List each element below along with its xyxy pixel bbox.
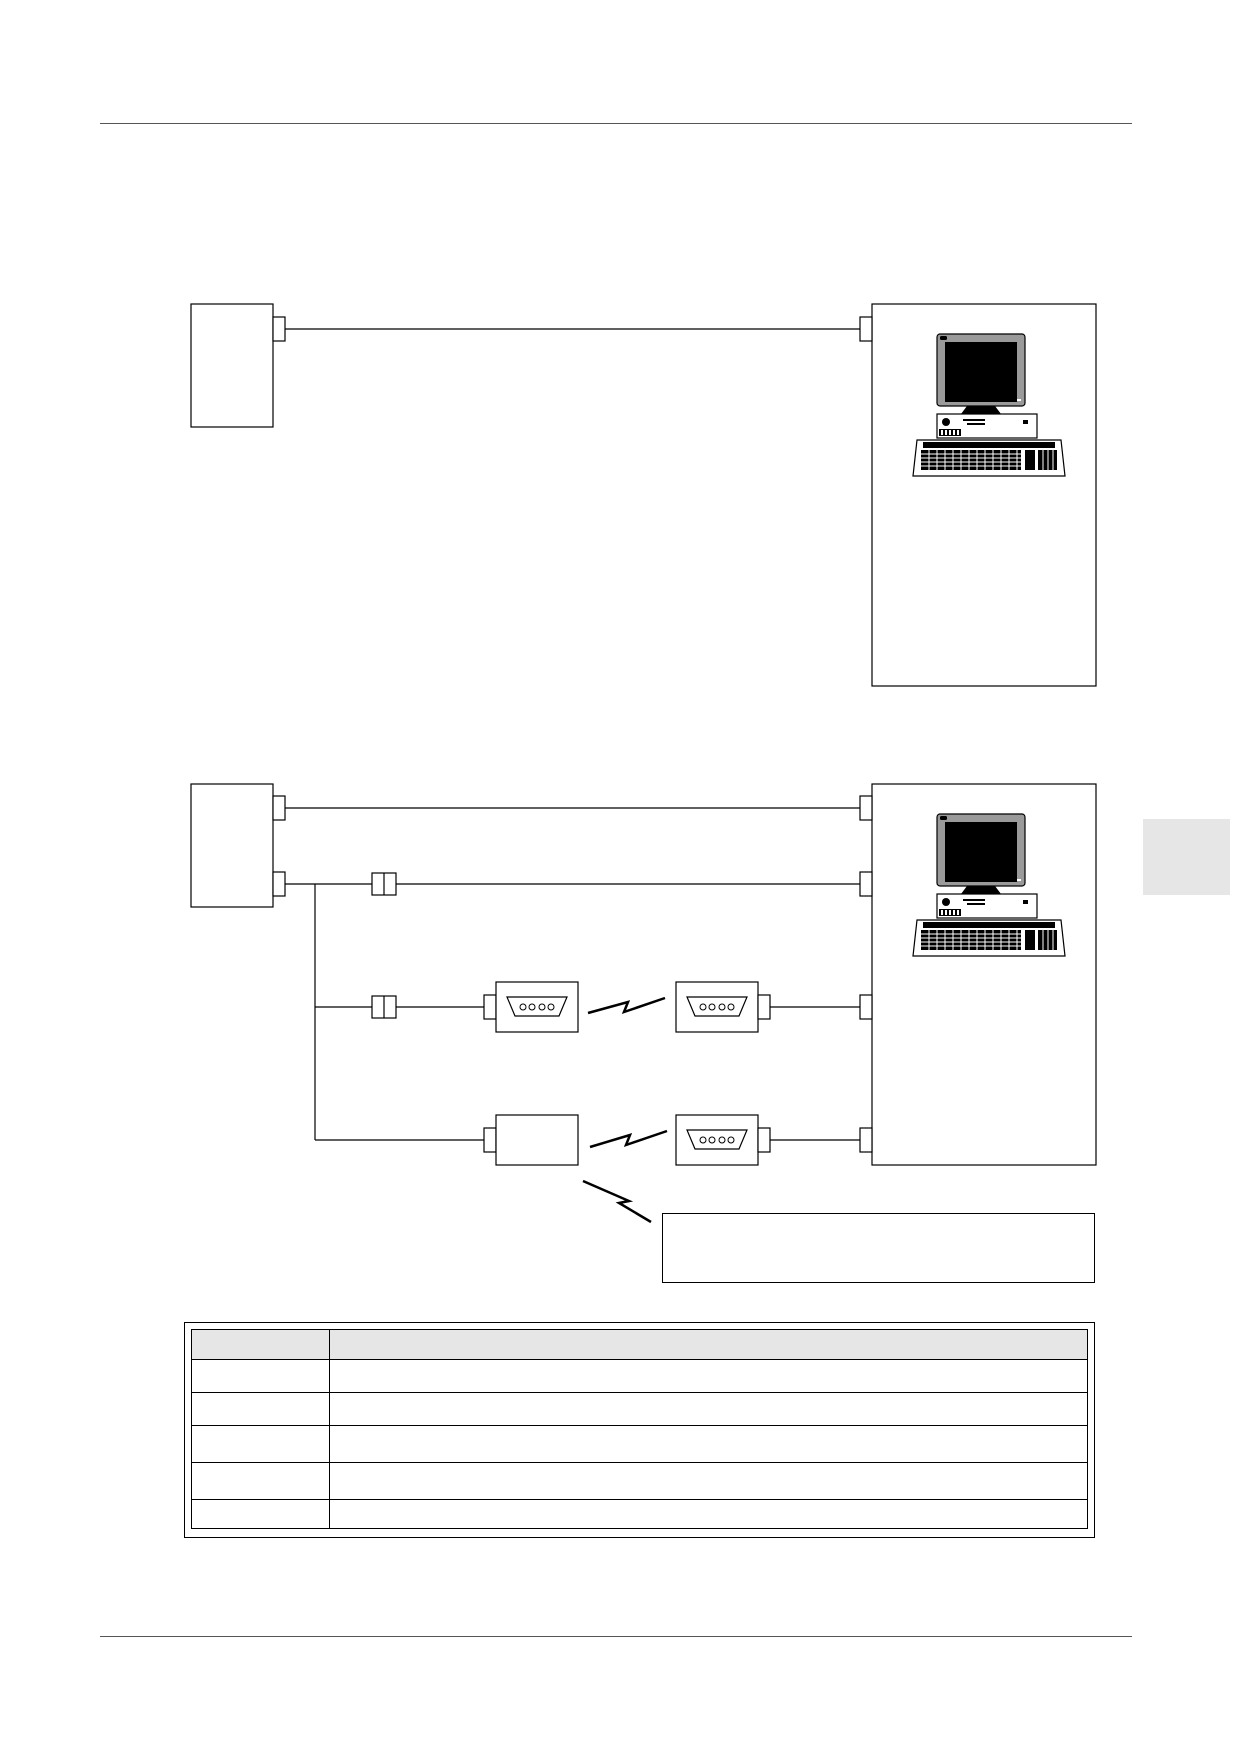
connector-port-icon — [272, 795, 286, 821]
table-row — [191, 1499, 1088, 1529]
table-row — [191, 1392, 1088, 1426]
wireless-link-icon — [582, 1179, 652, 1224]
table-row — [191, 1425, 1088, 1463]
table-cell — [191, 1392, 330, 1426]
table-cell — [191, 1462, 330, 1500]
connector-port-icon — [859, 994, 873, 1020]
connector-port-icon — [757, 1127, 771, 1153]
table-cell — [191, 1359, 330, 1393]
infrared-transceiver-icon — [495, 981, 579, 1033]
table-cell — [329, 1359, 1088, 1393]
table-cell — [191, 1425, 330, 1463]
table-header-cell — [329, 1329, 1088, 1360]
wireless-link-icon — [589, 1129, 668, 1149]
connector-port-icon — [272, 871, 286, 897]
connector-port-icon — [859, 316, 873, 342]
table-header-row — [191, 1329, 1088, 1360]
wireless-link-icon — [587, 996, 666, 1015]
header-rule — [100, 123, 1132, 124]
connector-port-icon — [272, 316, 286, 342]
table-row — [191, 1462, 1088, 1500]
table-cell — [329, 1462, 1088, 1500]
radio-module-box — [495, 1114, 579, 1166]
connector-port-icon — [859, 1127, 873, 1153]
infrared-transceiver-icon — [675, 1114, 759, 1166]
table-row — [191, 1359, 1088, 1393]
connector-port-icon — [757, 994, 771, 1020]
connector-port-icon — [483, 994, 497, 1020]
connector-port-icon — [483, 1127, 497, 1153]
table-cell — [191, 1499, 330, 1529]
connector-port-icon — [859, 795, 873, 821]
table-header-cell — [191, 1329, 330, 1360]
table-cell — [329, 1425, 1088, 1463]
footer-rule — [100, 1636, 1132, 1637]
legend-table-frame — [184, 1322, 1095, 1538]
connector-port-icon — [859, 871, 873, 897]
chapter-side-tab — [1143, 819, 1230, 895]
callout-box — [662, 1213, 1095, 1283]
left-device-box — [190, 783, 274, 908]
infrared-transceiver-icon — [675, 981, 759, 1033]
table-cell — [329, 1499, 1088, 1529]
legend-table — [191, 1329, 1088, 1529]
table-cell — [329, 1392, 1088, 1426]
left-device-box — [190, 303, 274, 428]
